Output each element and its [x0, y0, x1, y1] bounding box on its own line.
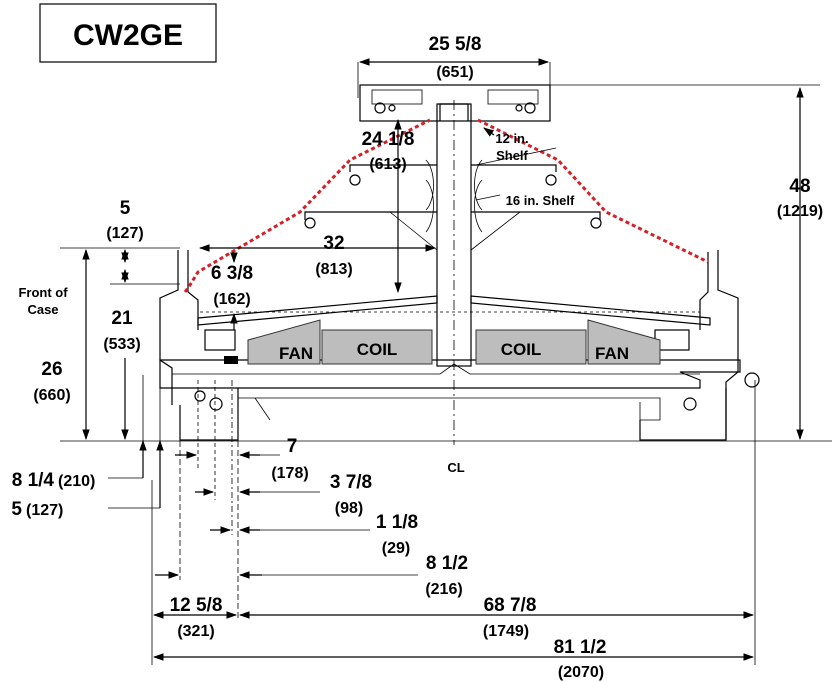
dim-front-height-mm: (533) [103, 336, 140, 353]
dim-8-1-2-mm: (216) [425, 581, 462, 598]
dim-12-5-8-mm: (321) [177, 623, 214, 640]
front-of-case-label: Front of Case [18, 285, 68, 317]
dim-1-1-8-inch: 1 1/8 [376, 512, 418, 533]
model-title: CW2GE [39, 3, 217, 63]
shelf-12-label: 12 in. Shelf [495, 131, 529, 163]
dim-rail-height-inch: 5 [120, 198, 131, 219]
coil-left-label: COIL [357, 340, 398, 359]
dim-top-height-mm: (613) [369, 156, 406, 173]
dim-reach-mm: (813) [315, 261, 352, 278]
dim-81-1-2-mm: (2070) [558, 664, 604, 681]
dim-rail-height-mm: (127) [106, 225, 143, 242]
dim-12-5-8-inch: 12 5/8 [170, 595, 223, 616]
dim-8-1-2-inch: 8 1/2 [426, 553, 468, 574]
dim-3-7-8-inch: 3 7/8 [330, 472, 372, 493]
dim-overall-height-mm: (1219) [777, 203, 823, 220]
dim-8-1-4-inch: 8 1/4 [12, 470, 55, 491]
dim-5-bottom-mm: (127) [26, 502, 63, 519]
dim-68-7-8-inch: 68 7/8 [484, 595, 537, 616]
centerline-label: CL [447, 460, 464, 475]
dim-deck-step-mm: (162) [213, 291, 250, 308]
coil-right-shape [475, 329, 587, 365]
dim-top-width-mm: (651) [436, 64, 473, 81]
dim-7-mm: (178) [271, 465, 308, 482]
dim-case-height-inch: 26 [41, 359, 62, 380]
dim-8-1-4-mm: (210) [58, 473, 95, 490]
fan-left-label: FAN [279, 344, 313, 363]
dim-front-height-inch: 21 [111, 308, 133, 329]
dim-81-1-2-inch: 81 1/2 [554, 637, 607, 658]
dim-top-width-inch: 25 5/8 [429, 34, 482, 55]
dim-top-height-inch: 24 1/8 [362, 129, 415, 150]
dimension-lines [60, 58, 832, 665]
reach-envelope-line [183, 118, 709, 293]
dim-reach-inch: 32 [323, 233, 344, 254]
annotation-labels: Front of Case 12 in. Shelf 16 in. Shelf … [18, 131, 575, 475]
dim-1-1-8-mm: (29) [382, 540, 410, 557]
model-title-text: CW2GE [73, 19, 183, 52]
dim-overall-height-inch: 48 [789, 176, 810, 197]
fan-left-shape [247, 319, 321, 365]
case-structure: FAN COIL COIL FAN [159, 84, 760, 445]
dim-deck-step-inch: 6 3/8 [211, 263, 253, 284]
dim-case-height-mm: (660) [33, 387, 70, 404]
fan-right-label: FAN [595, 344, 629, 363]
dim-68-7-8-mm: (1749) [483, 623, 529, 640]
shelf-16-label: 16 in. Shelf [506, 193, 575, 208]
dim-5-bottom-inch: 5 [11, 499, 22, 520]
fan-right-shape [587, 319, 661, 365]
dim-7-inch: 7 [287, 436, 298, 457]
coil-right-label: COIL [501, 340, 542, 359]
coil-left-shape [321, 329, 433, 365]
dimension-labels: 25 5/8 (651) 24 1/8 (613) 48 (1219) 5 (1… [11, 34, 823, 681]
dim-3-7-8-mm: (98) [335, 500, 363, 517]
